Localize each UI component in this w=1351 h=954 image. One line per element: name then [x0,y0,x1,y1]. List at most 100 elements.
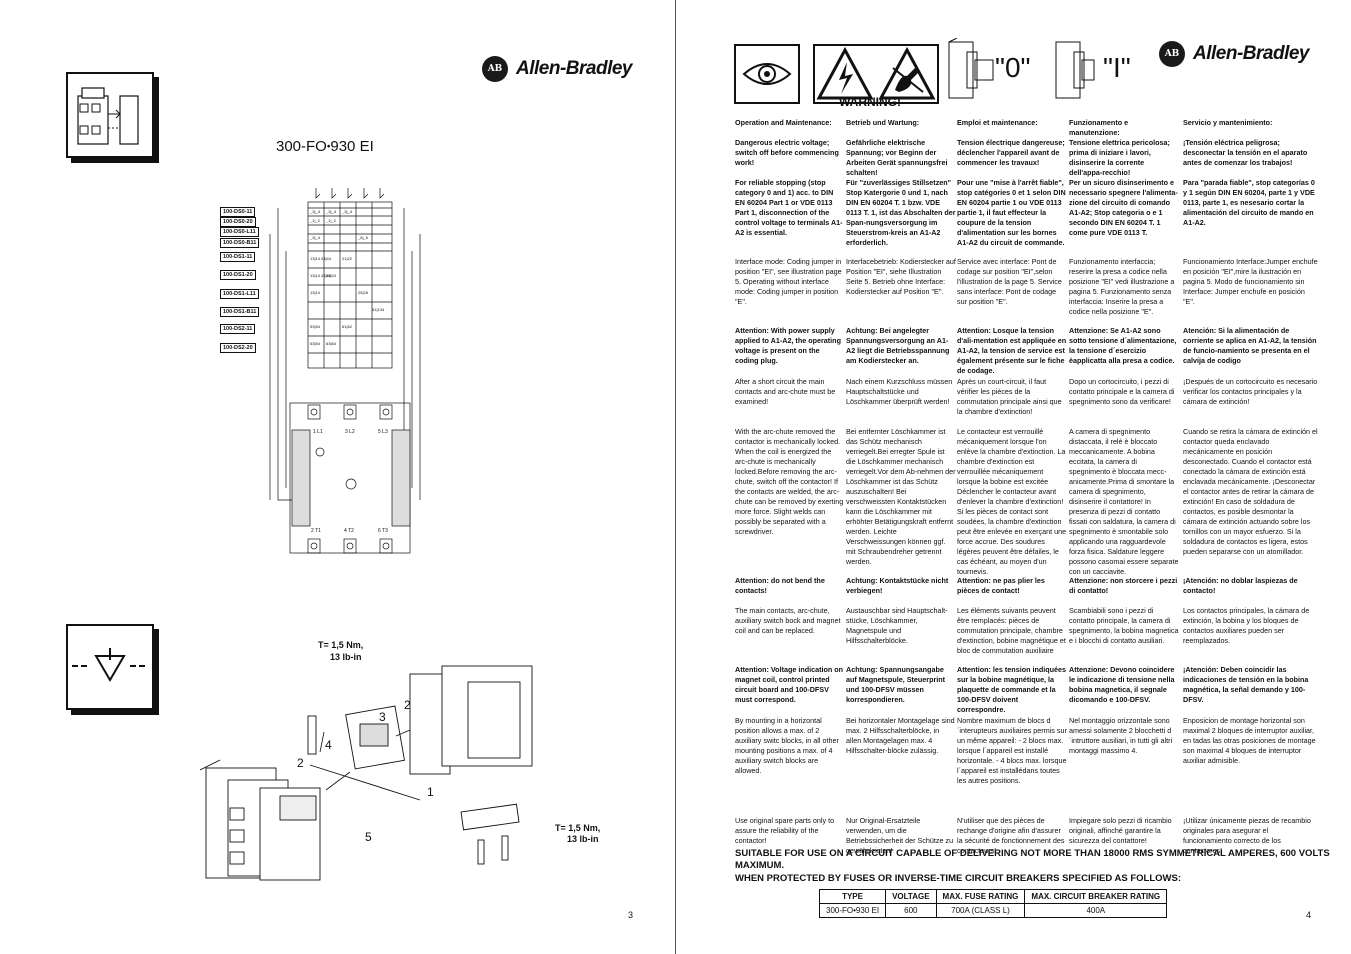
aux-code-label: 100-DS1-L11 [220,289,259,299]
brand-name: Allen-Bradley [1193,43,1309,64]
mounting-arrow-icon [66,624,154,710]
aux-code-label: 100-DS0-B11 [220,238,260,248]
table-header: MAX. CIRCUIT BREAKER RATING [1024,889,1168,904]
svg-text:51|134: 51|134 [372,307,385,312]
instruction-paragraph: Attenzione: non storcere i pezzi di cont… [1069,576,1178,595]
instruction-paragraph: Le contacteur est verrouillé mécaniqueme… [957,427,1067,576]
instruction-paragraph: Enposicion de montage horizontal son max… [1183,716,1316,765]
instruction-paragraph: Use original spare parts only to assure … [735,816,835,845]
hazard-signs [813,44,939,104]
terminal-label: 6 T3 [378,528,388,534]
instruction-paragraph: ¡Utilizar únicamente piezas de recambio … [1183,816,1311,855]
rating-statement: SUITABLE FOR USE ON A CIRCUIT CAPABLE OF… [735,848,1330,871]
instruction-paragraph: ¡Atención: no doblar laspiezas de contac… [1183,576,1298,595]
step-number: 4 [325,738,332,752]
page-number: 4 [1306,910,1312,920]
table-header: MAX. FUSE RATING [935,889,1026,904]
torque-label: 13 lb-in [567,834,599,844]
instruction-paragraph: ¡Atención: Deben coincidir las indicacio… [1183,665,1309,704]
right-page: WARNING! "0" "I" AB Allen-Bradley Operat… [677,0,1351,954]
instruction-paragraph: Nombre maximum de blocs d´interupteurs a… [957,716,1067,785]
ab-badge-icon: AB [1159,41,1185,67]
svg-text:_5|_6: _5|_6 [357,235,369,240]
step-number: 3 [379,710,386,724]
instruction-paragraph: Impiegare solo pezzi di ricambio origina… [1069,816,1172,845]
aux-code-label: 100-DS0-11 [220,207,256,217]
terminal-label: 3 L2 [345,429,355,435]
left-page: AB Allen-Bradley 300-FO•930 EI 100-DS0-1… [66,0,676,954]
aux-code-label: 100-DS0-L11 [220,227,259,237]
instruction-paragraph: Attention: Voltage indication on magnet … [735,665,844,704]
table-cell: 700A (CLASS L) [935,903,1026,918]
torque-label: T= 1,5 Nm, [555,823,601,833]
svg-text:_3|_4: _3|_4 [309,235,321,240]
svg-text:_3|_4: _3|_4 [325,209,337,214]
instruction-paragraph: Funcionamiento Interface:Jumper enchufe … [1183,257,1318,306]
instruction-paragraph: After a short circuit the main contacts … [735,377,836,406]
instruction-paragraph: Per un sicuro disinserimento e necessari… [1069,178,1178,237]
instruction-paragraph: ¡Tensión eléctrica peligrosa; desconecta… [1183,138,1308,167]
contactor-module-icon [66,72,154,158]
column-heading: Emploi et maintenance: [957,118,1038,127]
brand-name: Allen-Bradley [516,58,632,79]
terminal-label: 2 T1 [311,528,321,534]
instruction-paragraph: Achtung: Kontaktstücke nicht verbiegen! [846,576,949,595]
instruction-paragraph: Interface mode: Coding jumper in positio… [735,257,842,306]
step-number: 2 [404,698,411,712]
step-number: 5 [365,830,372,844]
column-heading: Servicio y mantenimiento: [1183,118,1273,127]
instruction-paragraph: Los contactos principales, la cámara de … [1183,606,1310,645]
instruction-paragraph: Para "parada fiable", stop categorías 0 … [1183,178,1315,227]
instruction-paragraph: Les éléments suivants peuvent être rempl… [957,606,1066,655]
svg-text:21|22: 21|22 [342,256,353,261]
instruction-paragraph: Cuando se retira la cámara de extinción … [1183,427,1318,556]
svg-text:_3|_4: _3|_4 [341,209,353,214]
aux-code-label: 100-DS1-11 [220,252,256,262]
table-row: 300-FO•930 EI 600 700A (CLASS L) 400A [818,903,1168,918]
instruction-paragraph: Attenzione: Se A1-A2 sono sotto tensione… [1069,326,1177,365]
instruction-paragraph: Gefährliche elektrische Spannung; vor Be… [846,138,948,177]
switch-off-icon [948,38,994,99]
svg-text:25|26: 25|26 [358,290,369,295]
instruction-paragraph: Tension électrique dangereuse; déclenche… [957,138,1065,167]
aux-code-label: 100-DS0-20 [220,217,256,227]
instruction-paragraph: The main contacts, arc-chute, auxiliary … [735,606,841,635]
ab-badge-icon: AB [482,56,508,82]
aux-code-label: 100-DS2-20 [220,343,256,353]
svg-text:23|24: 23|24 [326,273,337,278]
bullet-icon: • [326,141,331,153]
instruction-paragraph: Funzionamento interfaccia; reserire la p… [1069,257,1175,316]
page-number: 3 [628,910,634,920]
table-header: TYPE [818,889,887,904]
instruction-paragraph: ¡Después de un cortocircuito es necesari… [1183,377,1318,406]
table-cell: 400A [1024,903,1168,918]
instruction-paragraph: Attention: Losque la tension d'ali-menta… [957,326,1067,375]
column-heading: Operation and Maintenance: [735,118,832,127]
column-heading: Funzionamento e manutenzione: [1069,118,1129,137]
instruction-paragraph: Atención: Si la alimentación de corrient… [1183,326,1317,365]
instruction-paragraph: Pour une "mise à l'arrêt fiable", stop c… [957,178,1066,247]
instruction-paragraph: By mounting in a horizontal position all… [735,716,839,775]
svg-text:13|14 43|44: 13|14 43|44 [310,256,332,261]
instruction-paragraph: Bei horizontaler Montagelage sind max. 2… [846,716,955,755]
step-number: 1 [427,785,434,799]
instruction-paragraph: N'utiliser que des pièces de rechange d'… [957,816,1065,855]
instruction-paragraph: Attention: ne pas plier les pièces de co… [957,576,1045,595]
svg-text:13|14 43|44: 13|14 43|44 [310,273,332,278]
svg-text:61|62: 61|62 [342,324,353,329]
instruction-paragraph: Après un court-circuit, il faut vérifier… [957,377,1062,416]
instruction-paragraph: Dopo un cortocircuito, i pezzi di contat… [1069,377,1175,406]
switch-on-icon [1055,41,1095,99]
torque-label: 13 lb-in [330,652,362,662]
aux-code-label: 100-DS1-20 [220,270,256,280]
instruction-paragraph: Tensione elettrica pericolosa; prima di … [1069,138,1170,177]
torque-label: T= 1,5 Nm, [318,640,364,650]
instruction-paragraph: For reliable stopping (stop category 0 a… [735,178,843,237]
rating-condition: WHEN PROTECTED BY FUSES OR INVERSE-TIME … [735,873,1181,884]
instruction-paragraph: Für "zuverlässiges Stillsetzen" Stop Kat… [846,178,956,247]
svg-text:63|64: 63|64 [326,341,337,346]
table-cell: 600 [885,903,937,918]
allen-bradley-logo: AB Allen-Bradley [482,56,632,82]
instruction-paragraph: Service avec interface: Pont de codage s… [957,257,1062,306]
aux-code-label: 100-DS2-11 [220,324,256,334]
